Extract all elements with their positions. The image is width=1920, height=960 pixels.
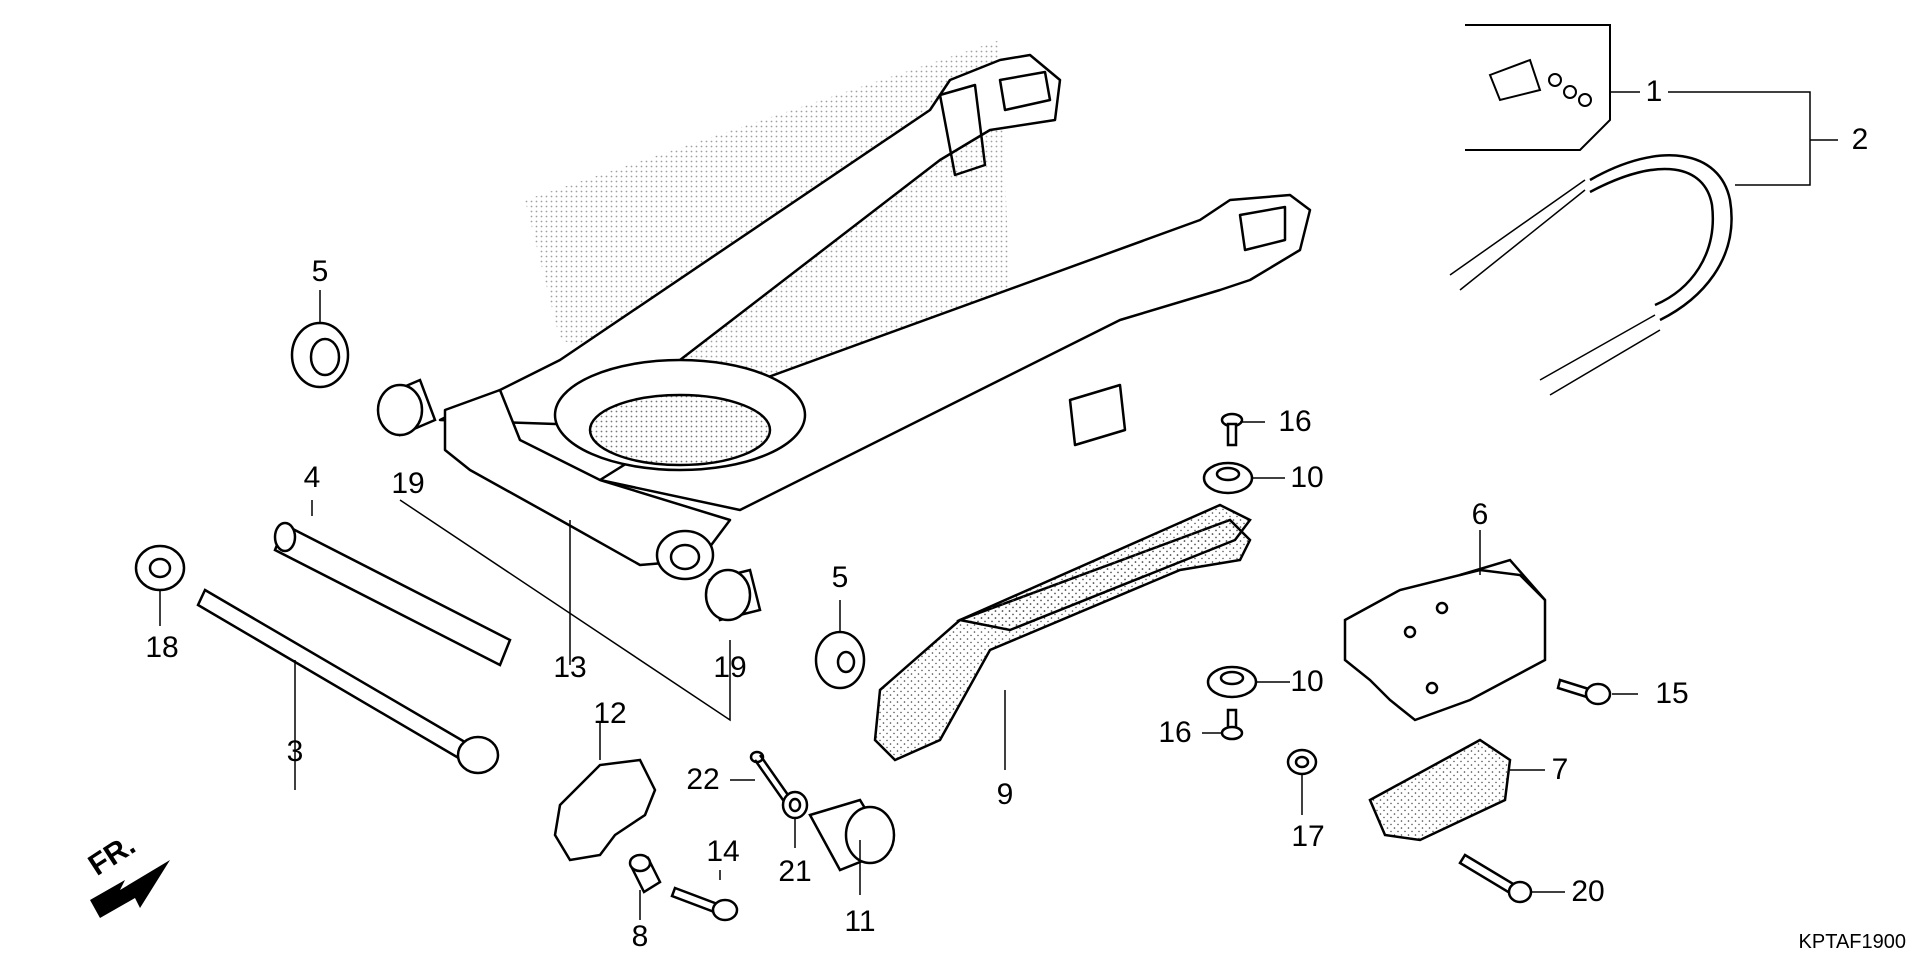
- collar-11: [808, 798, 896, 872]
- callout-1: 1: [1645, 75, 1663, 108]
- callout-4: 4: [303, 461, 321, 494]
- chain-guide: [1343, 558, 1547, 722]
- callout-5b: 5: [831, 561, 849, 594]
- callout-22: 22: [686, 763, 720, 796]
- bolt-14: [670, 886, 739, 922]
- callout-12: 12: [593, 697, 627, 730]
- callout-8: 8: [631, 920, 649, 953]
- screw-16b: [1220, 708, 1244, 741]
- callout-14: 14: [706, 835, 740, 868]
- diagram-code: KPTAF1900: [1798, 931, 1906, 953]
- drive-chain: [1449, 154, 1733, 396]
- adjuster-plate: [553, 758, 657, 862]
- bolt-15: [1556, 678, 1612, 706]
- callout-20: 20: [1571, 875, 1605, 908]
- callout-5a: 5: [311, 255, 329, 288]
- callout-17: 17: [1291, 820, 1325, 853]
- nut-18: [134, 544, 186, 592]
- bearing-5a: [290, 321, 350, 389]
- callout-19b: 19: [713, 651, 747, 684]
- chain-guide-slider: [1368, 738, 1512, 842]
- callout-16b: 16: [1158, 716, 1192, 749]
- screw-16a: [1220, 412, 1244, 447]
- pivot-bolt: [196, 588, 500, 775]
- collar-8: [628, 853, 662, 894]
- callout-9: 9: [996, 778, 1014, 811]
- collar-19b: [704, 568, 762, 622]
- callout-15: 15: [1655, 677, 1689, 710]
- callout-10a: 10: [1290, 461, 1324, 494]
- bolt-20: [1458, 853, 1533, 904]
- callout-6: 6: [1471, 498, 1489, 531]
- rubber-10b: [1206, 665, 1258, 699]
- chain-slider: [873, 503, 1252, 762]
- callout-19a: 19: [391, 467, 425, 500]
- collar-19a: [376, 378, 437, 437]
- rubber-10a: [1202, 461, 1254, 495]
- leader-lines: [159, 91, 1838, 920]
- swingarm: [438, 53, 1312, 581]
- callout-18: 18: [145, 631, 179, 664]
- nut-17: [1286, 748, 1318, 776]
- pivot-pipe: [273, 521, 512, 667]
- bearing-5b: [814, 630, 866, 690]
- callout-2: 2: [1851, 123, 1869, 156]
- callout-11: 11: [844, 905, 876, 938]
- callout-13: 13: [553, 651, 587, 684]
- callout-10b: 10: [1290, 665, 1324, 698]
- callout-21: 21: [778, 855, 812, 888]
- callout-7: 7: [1551, 753, 1569, 786]
- callout-16a: 16: [1278, 405, 1312, 438]
- master-link-box: [1465, 24, 1611, 151]
- callout-3: 3: [286, 735, 304, 768]
- front-arrow: [90, 860, 170, 918]
- washer-21: [781, 790, 809, 820]
